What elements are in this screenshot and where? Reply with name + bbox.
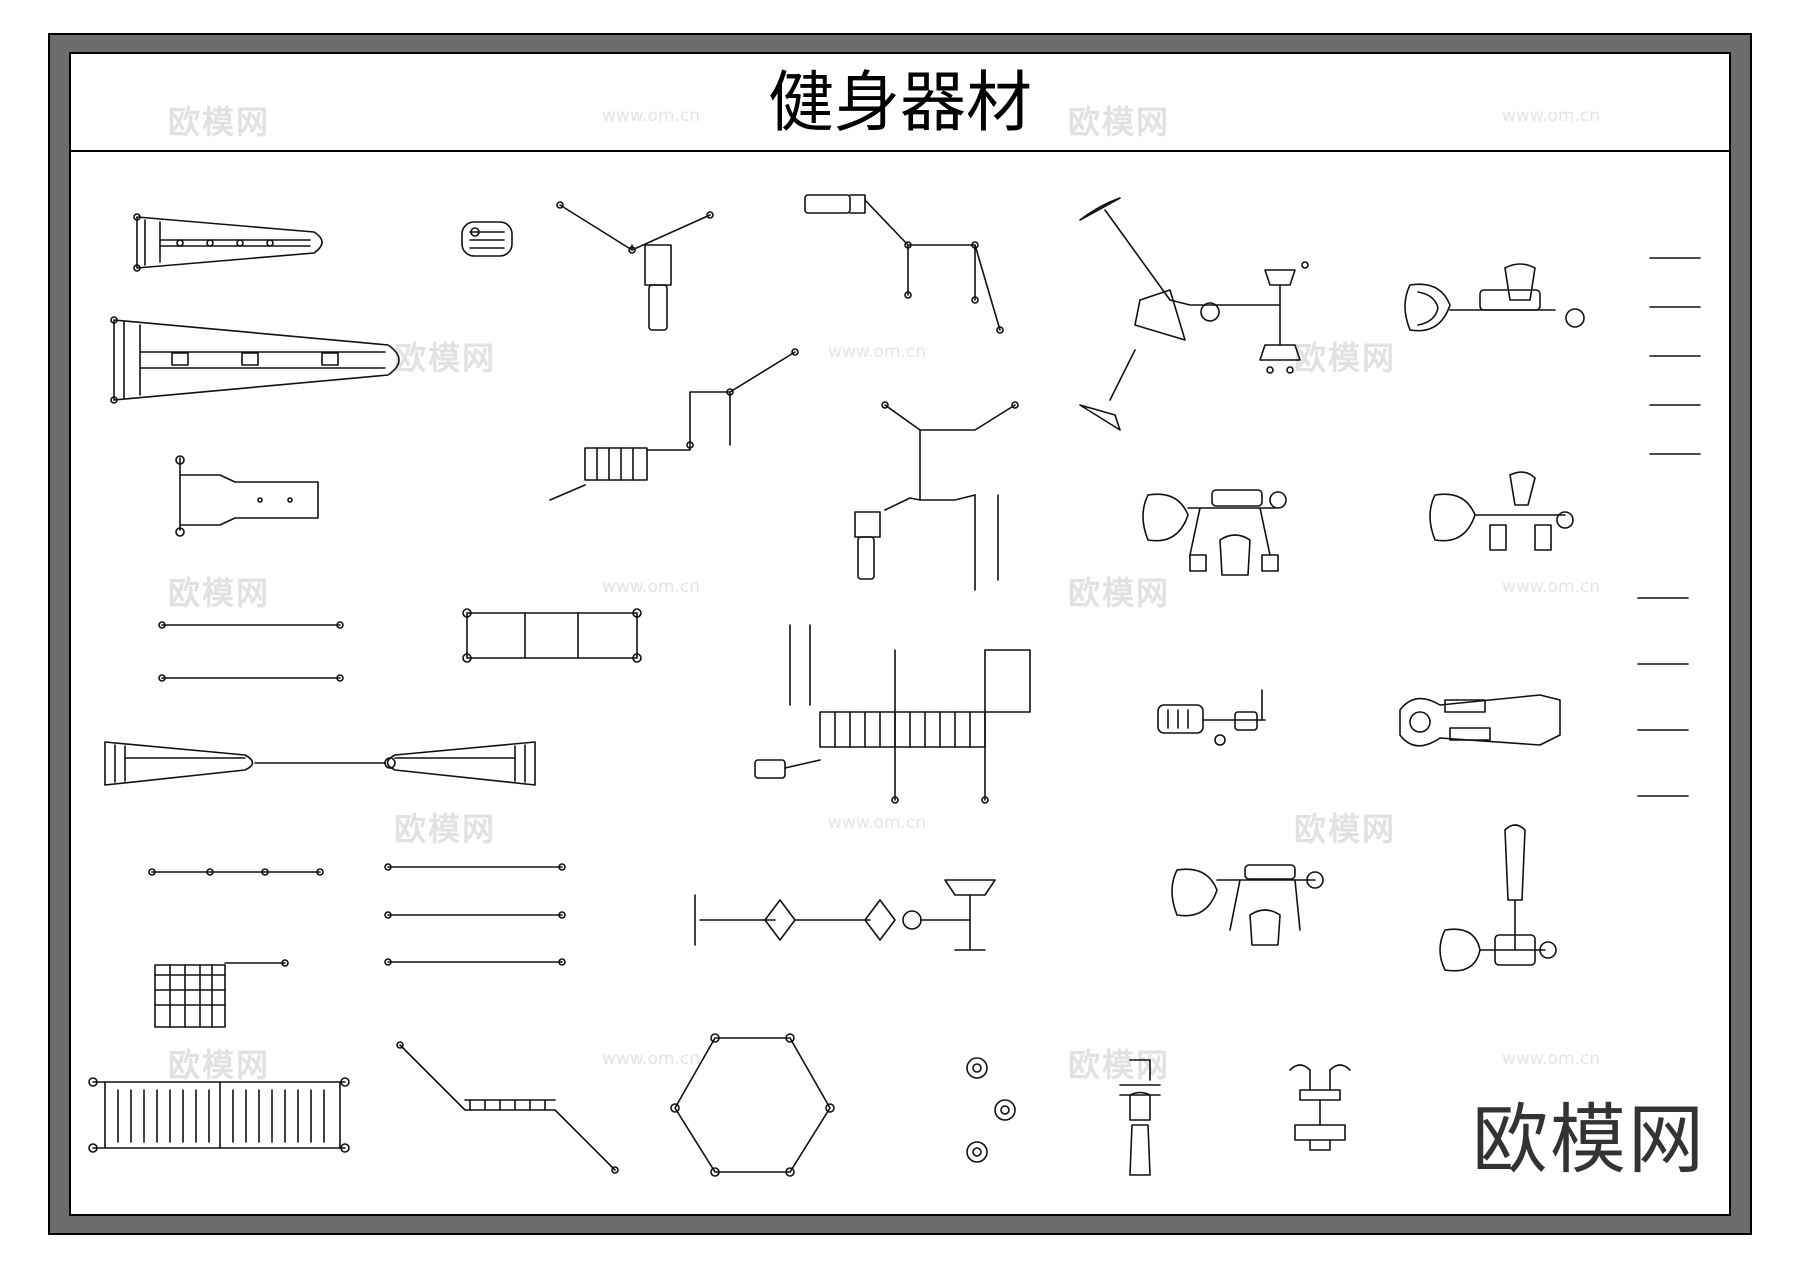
title-divider [69, 150, 1731, 152]
hexagon-frame [670, 1033, 835, 1177]
bar-set-right-2 [1637, 597, 1689, 797]
ladder-combo [754, 624, 1031, 804]
triangle-ladder-large [110, 316, 400, 404]
seat-machine [1289, 1064, 1351, 1151]
ladder-horizontal [462, 608, 642, 663]
y-frame-bars [854, 401, 1019, 591]
bike-machine-3 [1429, 471, 1574, 551]
double-triangle [104, 741, 536, 786]
bike-machine-1 [1404, 263, 1585, 332]
climbing-net-small [154, 959, 289, 1028]
triangle-ladder-small [133, 213, 323, 272]
push-machine [1119, 1059, 1161, 1176]
hand-grip-2 [1399, 694, 1561, 747]
bars-left-pair [158, 621, 344, 682]
bike-machine-4 [1171, 864, 1324, 946]
three-arm-rotator [1079, 197, 1309, 431]
sheet-title: 健身器材 [768, 64, 1032, 141]
y-frame-post [556, 201, 714, 331]
bike-machine-5 [1439, 824, 1557, 972]
bike-machine-2 [1142, 489, 1287, 576]
mount-plate [175, 455, 319, 537]
bars-middle [148, 863, 566, 966]
brand-logo: 欧模网 [1472, 1095, 1706, 1184]
hand-grip-1 [1157, 689, 1266, 746]
stepped-frame [804, 194, 1004, 334]
drawing-frame-inner [69, 52, 1731, 1216]
stepping-pads [966, 1057, 1016, 1163]
bar-set-right [1649, 257, 1701, 455]
rope-bridge [694, 879, 996, 951]
zigzag-bridge [396, 1041, 619, 1174]
stair-frame [549, 348, 799, 501]
round-pad [461, 221, 513, 257]
ladder-long [88, 1077, 350, 1153]
